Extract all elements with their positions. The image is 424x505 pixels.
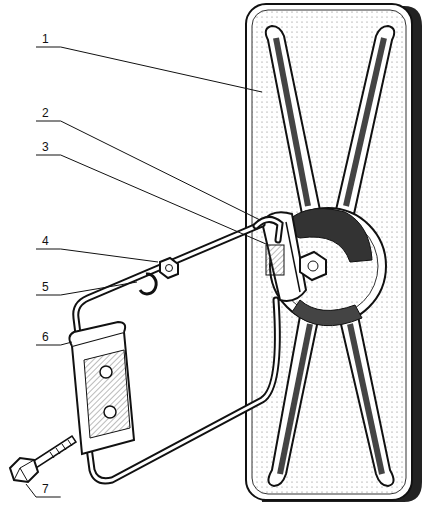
- callout-underline: [36, 249, 61, 250]
- callout-label: 6: [40, 330, 51, 344]
- callout-underline: [36, 497, 61, 498]
- callout-number: 3: [42, 140, 49, 154]
- leader-line: [26, 484, 36, 497]
- callout-underline: [36, 295, 61, 296]
- bracket-clamp: [69, 322, 134, 454]
- callout-number: 6: [42, 330, 49, 344]
- callout-number: 7: [42, 482, 49, 496]
- bolt: [10, 436, 76, 482]
- leader-line: [61, 342, 72, 345]
- callout-label: 2: [40, 106, 51, 120]
- center-nut: [300, 252, 326, 280]
- lock-washer: [140, 274, 156, 294]
- leader-line: [61, 47, 262, 92]
- callout-label: 7: [40, 482, 51, 496]
- callout-label: 3: [40, 140, 51, 154]
- center-clamp: [262, 212, 306, 301]
- mirror-back-inner: [252, 10, 406, 494]
- leader-line: [61, 282, 137, 295]
- callout-number: 2: [42, 106, 49, 120]
- leader-line: [61, 121, 260, 220]
- leader-line: [61, 249, 158, 262]
- callout-underline: [36, 121, 61, 122]
- callout-number: 4: [42, 234, 49, 248]
- callout-underline: [36, 47, 61, 48]
- callout-number: 1: [42, 32, 49, 46]
- callout-underline: [36, 345, 61, 346]
- callout-label: 1: [40, 32, 51, 46]
- callout-number: 5: [42, 280, 49, 294]
- nut: [160, 258, 178, 278]
- leader-line: [61, 155, 266, 244]
- callout-underline: [36, 155, 61, 156]
- mirror-back: [246, 4, 412, 500]
- callout-label: 4: [40, 234, 51, 248]
- callout-label: 5: [40, 280, 51, 294]
